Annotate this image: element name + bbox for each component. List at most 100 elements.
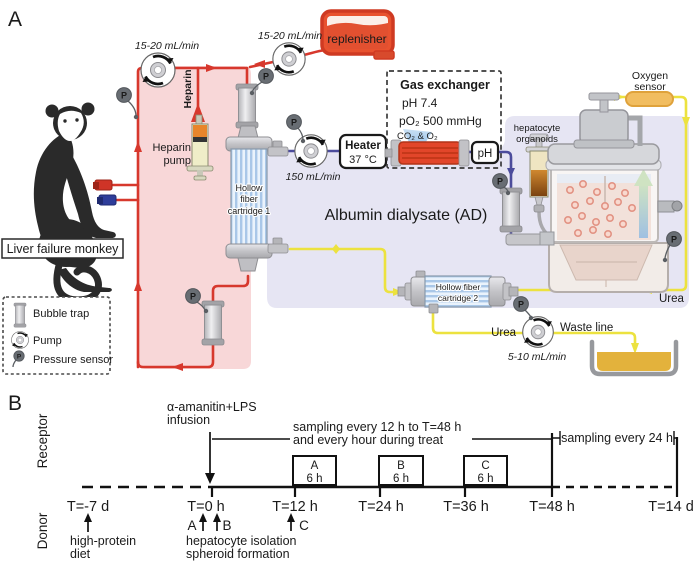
monkey-ear-left (45, 104, 59, 118)
sampling-treat-label: and every hour during treat (293, 433, 444, 447)
heater-temp: 37 °C (349, 154, 377, 166)
pump-replenisher (271, 41, 307, 77)
waste-liquid (597, 352, 671, 371)
pressure-sensor-label: P (17, 354, 22, 361)
gas-exchanger-po2: pO₂ 500 mmHg (399, 114, 482, 128)
updraft-arrow-head (634, 169, 653, 186)
panel-a-label: A (8, 8, 22, 31)
vein-connector-tip (97, 197, 103, 204)
pressure-sensor-icon (13, 350, 25, 362)
motor-pipe (628, 115, 643, 146)
pump-icon (10, 330, 30, 350)
urea-return-label: Urea (659, 293, 685, 305)
tick-t36: T=36 h (443, 499, 489, 515)
dialysate-tubing (288, 95, 688, 349)
monkey-arm (62, 152, 116, 238)
monkey-foot (58, 268, 112, 292)
legend: P Bubble trap Pump Pressure sensor (2, 296, 113, 375)
sampling-follow-label: sampling every 24 h (561, 431, 673, 445)
pump1-rate: 15-20 mL/min (135, 40, 199, 52)
updraft-arrow (639, 184, 648, 238)
hepatocyte-organoids-label: hepatocyte (514, 123, 560, 134)
cartridge2-label: cartridge 2 (438, 293, 478, 303)
heparin-pump-label: pump (163, 155, 191, 167)
oxygen-sensor-probe (625, 91, 674, 107)
treatment-b-duration: 6 h (393, 473, 409, 485)
marker-a: A (187, 518, 196, 533)
waste-line-label: Waste line (560, 322, 613, 334)
replenisher-label: replenisher (327, 32, 386, 46)
legend-pump: Pump (33, 335, 62, 347)
heparin-pump-label: Heparin (152, 142, 191, 154)
ad-rate: 150 mL/min (286, 171, 341, 183)
cartridge1-label: Hollow (235, 183, 263, 193)
pressure-sensor-label: P (263, 72, 269, 82)
bubble-trap-ad (499, 187, 523, 233)
monkey-eye-right (75, 118, 79, 122)
ph-meter-label: pH (478, 148, 493, 160)
replenisher-bag (320, 9, 395, 60)
urea-out-label: Urea (491, 327, 517, 339)
pressure-sensor-label: P (121, 91, 127, 101)
sampling-treat-label: sampling every 12 h to T=48 h (293, 420, 461, 434)
urea-rate: 5-10 mL/min (508, 351, 567, 363)
blood-flow-arrows (134, 60, 265, 371)
albumin-dialysate-label: Albumin dialysate (AD) (325, 207, 488, 224)
pump-urea (521, 315, 555, 349)
donor-hepatocyte-label: hepatocyte isolation (186, 534, 297, 548)
pump-ad (293, 133, 329, 169)
marker-c: C (299, 518, 309, 533)
marker-b: B (222, 518, 231, 533)
infusion-label: α-amanitin+LPS (167, 400, 257, 414)
pressure-sensor-label: P (291, 118, 297, 128)
pump-blood (139, 51, 177, 89)
ph-meter-box (470, 140, 500, 165)
pressure-sensor-label: P (518, 300, 524, 310)
oxygen-sensor-label: sensor (634, 81, 666, 93)
pump2-rate: 15-20 mL/min (258, 30, 322, 42)
heater-label: Heater (345, 140, 381, 152)
tick-t-7d: T=-7 d (67, 499, 109, 515)
treatment-box-c (463, 455, 508, 486)
tick-t24: T=24 h (358, 499, 404, 515)
panel-b-label: B (8, 392, 22, 415)
pressure-sensor-label: P (190, 292, 196, 302)
treatment-a-label: A (311, 460, 319, 472)
treatment-box-b (378, 455, 424, 486)
timeline-arrowheads (84, 473, 295, 522)
monkey-ear-right (81, 102, 95, 116)
bioreactor (539, 92, 683, 293)
cartridge1-label: fiber (240, 194, 258, 204)
gas-exchanger-ph: pH 7.4 (402, 96, 438, 110)
heparin-line-label: Heparin (182, 69, 194, 108)
pressure-sensor-label: P (671, 235, 677, 245)
pressure-sensor-label: P (497, 177, 503, 187)
tick-t14d: T=14 d (648, 499, 694, 515)
gas-in-label: CO₂ & O₂ (397, 131, 438, 142)
monkey-eye-left (63, 119, 67, 123)
monkey-tail (53, 258, 102, 304)
treatment-b-label: B (397, 460, 405, 472)
stirrer-motor (579, 109, 629, 145)
infusion-label: infusion (167, 413, 210, 427)
donor-hepatocyte-label: spheroid formation (186, 547, 290, 561)
oxygen-sensor-label: Oxygen (632, 70, 668, 82)
cartridge1-label: cartridge 1 (228, 206, 271, 216)
tick-t48: T=48 h (529, 499, 575, 515)
panel-b: B Receptor Donor A 6 h B (8, 392, 694, 561)
gas-exchanger-box (386, 70, 502, 169)
waste-container (589, 339, 679, 377)
donor-diet-label: high-protein (70, 534, 136, 548)
treatment-c-label: C (481, 460, 489, 472)
pressure-sensors: P P P P P P P (116, 68, 682, 321)
gas-exchanger (384, 70, 502, 169)
monkey-face (57, 110, 84, 141)
monkey-label: Liver failure monkey (7, 242, 120, 256)
receptor-axis-label: Receptor (35, 413, 50, 468)
timeline (82, 431, 679, 532)
legend-pressure: Pressure sensor (33, 354, 113, 366)
organoid-syringe (525, 133, 553, 213)
panel-a: P P P P P P P P Bubble trap Pump Pressur… (1, 8, 690, 377)
